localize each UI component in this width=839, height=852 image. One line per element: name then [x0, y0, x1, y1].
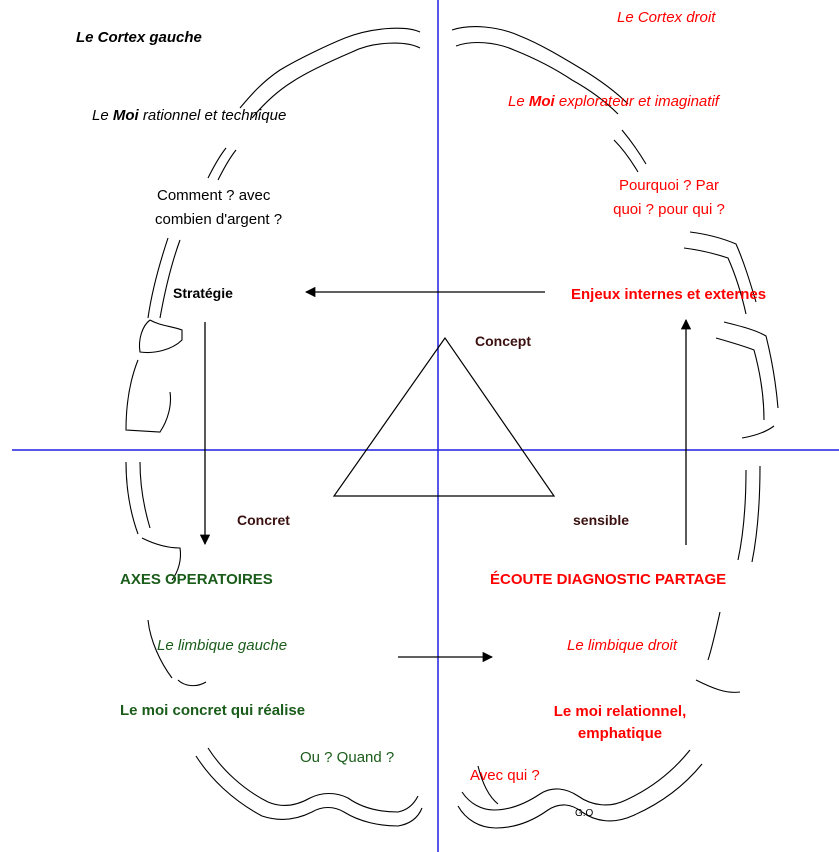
question-why-line1: Pourquoi ? Par [594, 176, 744, 195]
concept-label: Concept [475, 332, 531, 351]
stakes-label: Enjeux internes et externes [571, 285, 766, 304]
question-where-when: Ou ? Quand ? [300, 748, 394, 767]
question-how-line1: Comment ? avec [157, 186, 270, 205]
axes-operatoires-label: AXES OPERATOIRES [120, 570, 273, 589]
strategy-label: Stratégie [173, 284, 233, 303]
limbic-left-label: Le limbique gauche [157, 636, 287, 655]
moi-relational-line2: emphatique [540, 724, 700, 743]
question-with-whom: Avec qui ? [470, 766, 540, 785]
sensible-label: sensible [573, 511, 629, 530]
moi-concrete-label: Le moi concret qui réalise [120, 701, 305, 720]
author-signature: G.O [575, 808, 593, 819]
moi-rational-label: Le Moi rationnel et technique [92, 106, 286, 125]
listening-diagnostic-label: ÉCOUTE DIAGNOSTIC PARTAGE [490, 570, 726, 589]
moi-relational-line1: Le moi relationnel, [540, 702, 700, 721]
question-why-line2: quoi ? pour qui ? [594, 200, 744, 219]
cortex-right-label: Le Cortex droit [617, 8, 715, 27]
limbic-right-label: Le limbique droit [567, 636, 677, 655]
moi-explorer-label: Le Moi explorateur et imaginatif [508, 92, 719, 111]
concept-triangle [334, 338, 554, 496]
concrete-label: Concret [237, 511, 290, 530]
question-how-line2: combien d'argent ? [155, 210, 282, 229]
cortex-left-label: Le Cortex gauche [76, 28, 202, 47]
